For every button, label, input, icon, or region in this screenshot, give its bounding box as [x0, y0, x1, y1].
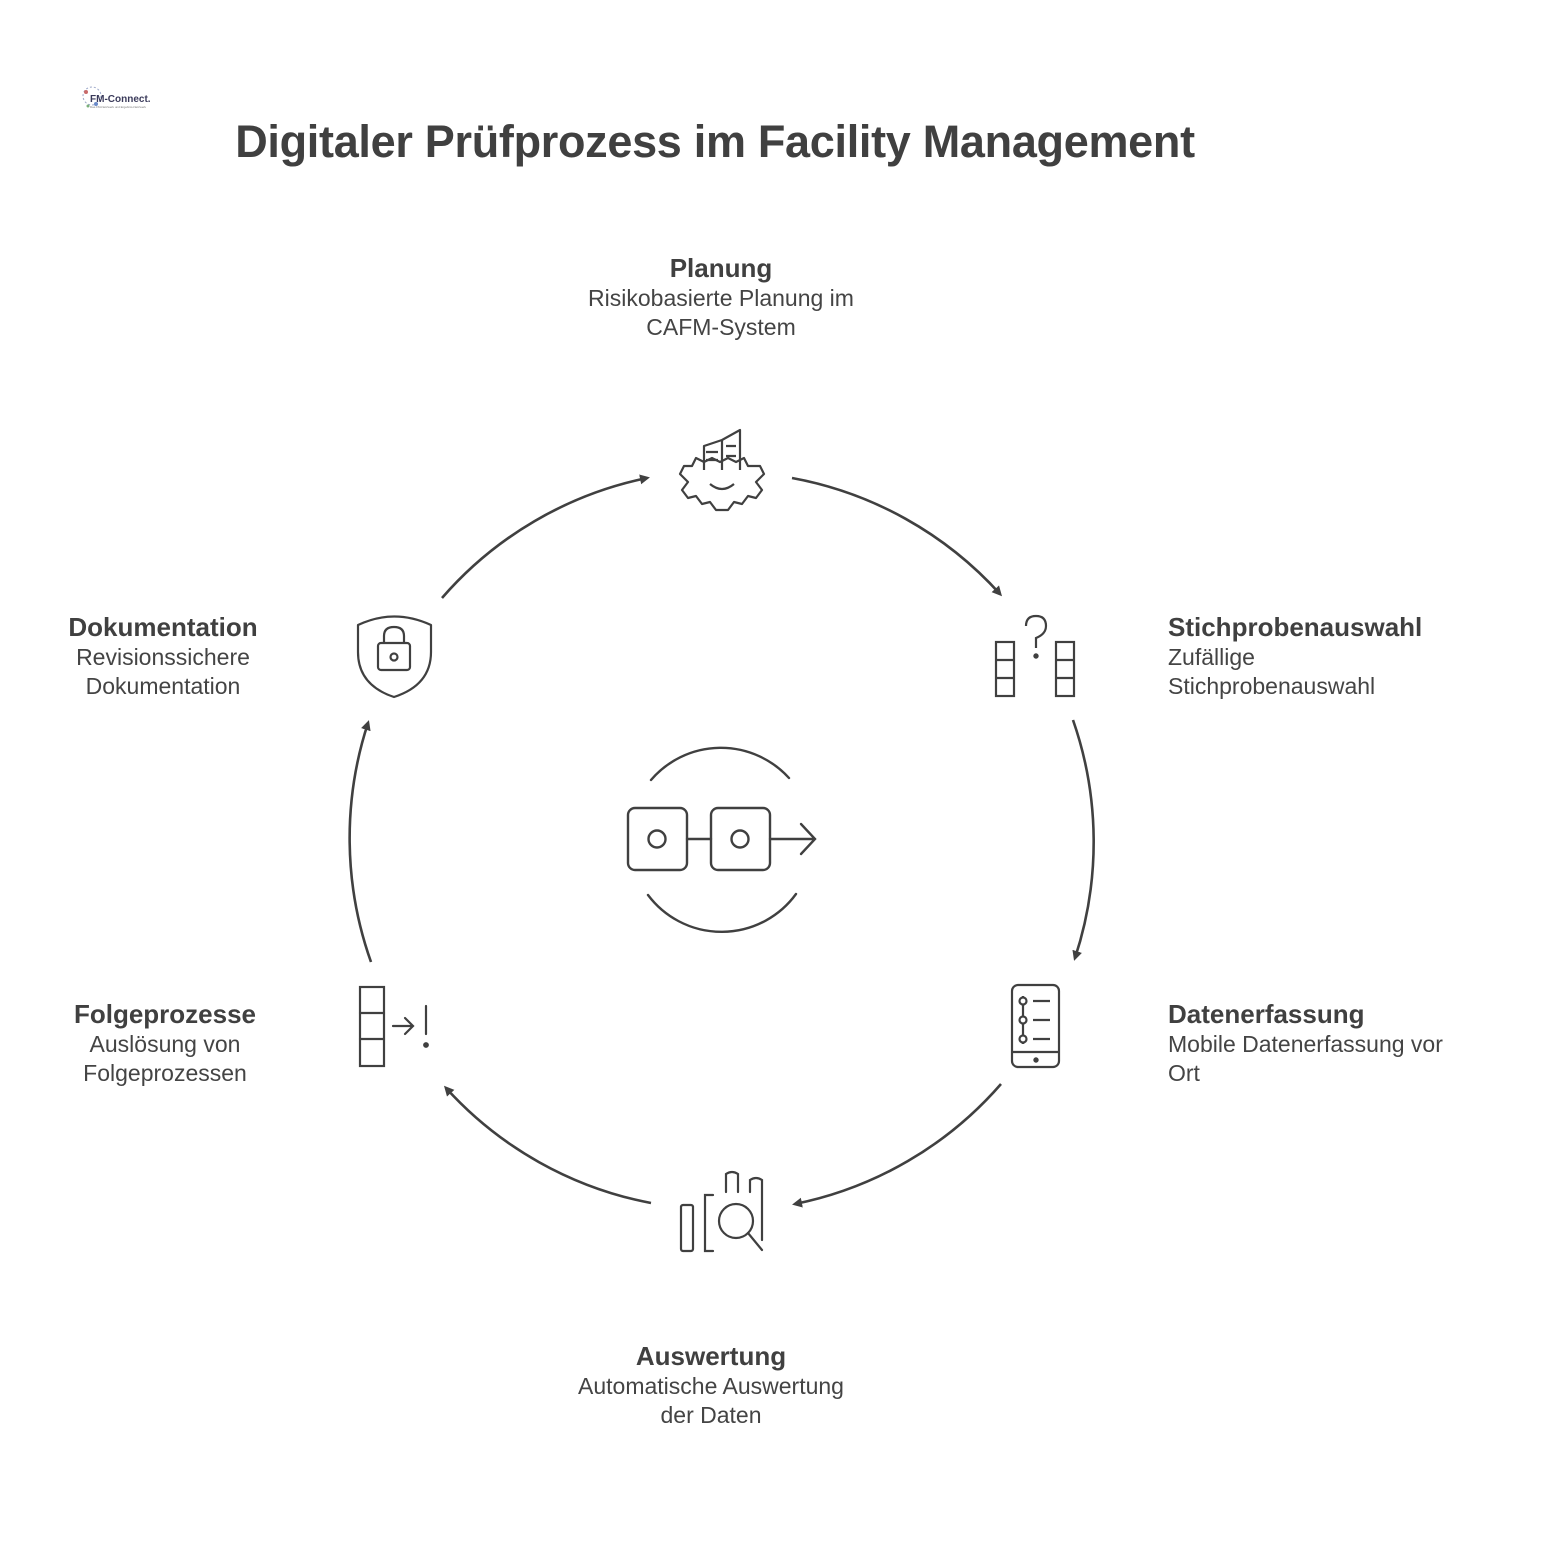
step-dokumentation-title: Dokumentation — [68, 612, 258, 642]
step-stichprobe-title: Stichprobenauswahl — [1168, 612, 1423, 642]
chart-magnifier-icon — [679, 1170, 764, 1253]
step-planung-desc-line2: CAFM-System — [646, 314, 796, 340]
step-dokumentation-desc-line2: Dokumentation — [85, 673, 241, 699]
arrow-auswertung-to-folgeprozesse — [443, 1085, 652, 1205]
random-sample-icon — [994, 614, 1076, 698]
logo-name: FM-Connect.com — [90, 94, 150, 105]
step-datenerfassung-title: Datenerfassung — [1168, 999, 1365, 1029]
step-stichprobe: Stichprobenauswahl Zufällige Stichproben… — [1168, 612, 1538, 701]
arrow-folgeprozesse-to-dokumentation — [348, 720, 373, 963]
step-planung: Planung Risikobasierte Planung im CAFM-S… — [541, 253, 901, 342]
step-folgeprozesse: Folgeprozesse Auslösung von Folgeprozess… — [34, 999, 296, 1088]
step-auswertung-title: Auswertung — [635, 1341, 787, 1371]
cycle-arrows — [348, 474, 1095, 1208]
mobile-checklist-icon — [1010, 983, 1061, 1069]
step-datenerfassung-desc-line2: Ort — [1168, 1060, 1200, 1086]
arrow-dokumentation-to-planung — [441, 474, 650, 599]
step-dokumentation-desc-line1: Revisionssichere — [76, 644, 250, 670]
step-stichprobe-desc-line1: Zufällige — [1168, 644, 1255, 670]
step-datenerfassung: Datenerfassung Mobile Datenerfassung vor… — [1168, 999, 1538, 1088]
step-folgeprozesse-title: Folgeprozesse — [73, 999, 257, 1029]
arrow-planung-to-stichprobe — [791, 476, 1003, 597]
step-auswertung-desc-line1: Automatische Auswertung — [578, 1373, 844, 1399]
arrow-stichprobe-to-datenerfassung — [1071, 719, 1095, 961]
step-auswertung-desc-line2: der Daten — [660, 1402, 762, 1428]
logo-tagline: Das FM-Netzwerk und Ergebnis-Netzwerk — [90, 105, 147, 109]
step-folgeprozesse-desc-line1: Auslösung von — [89, 1031, 241, 1057]
process-cycle-icon — [626, 746, 817, 934]
step-dokumentation: Dokumentation Revisionssichere Dokumenta… — [32, 612, 294, 701]
arrow-datenerfassung-to-auswertung — [792, 1083, 1002, 1208]
logo-graphic: FM-Connect.com Das FM-Netzwerk und Ergeb… — [82, 86, 171, 109]
building-gear-icon — [678, 428, 766, 512]
step-stichprobe-desc-line2: Stichprobenauswahl — [1168, 673, 1376, 699]
logo: FM-Connect.com Das FM-Netzwerk und Ergeb… — [78, 82, 171, 116]
step-planung-title: Planung — [669, 253, 773, 283]
page-title: Digitaler Prüfprozess im Facility Manage… — [235, 116, 1195, 167]
trigger-alert-icon — [358, 985, 429, 1068]
step-datenerfassung-desc-line1: Mobile Datenerfassung vor — [1168, 1031, 1443, 1057]
step-planung-desc-line1: Risikobasierte Planung im — [588, 285, 854, 311]
step-auswertung: Auswertung Automatische Auswertung der D… — [531, 1341, 891, 1430]
shield-lock-icon — [356, 615, 433, 699]
step-folgeprozesse-desc-line2: Folgeprozessen — [83, 1060, 247, 1086]
